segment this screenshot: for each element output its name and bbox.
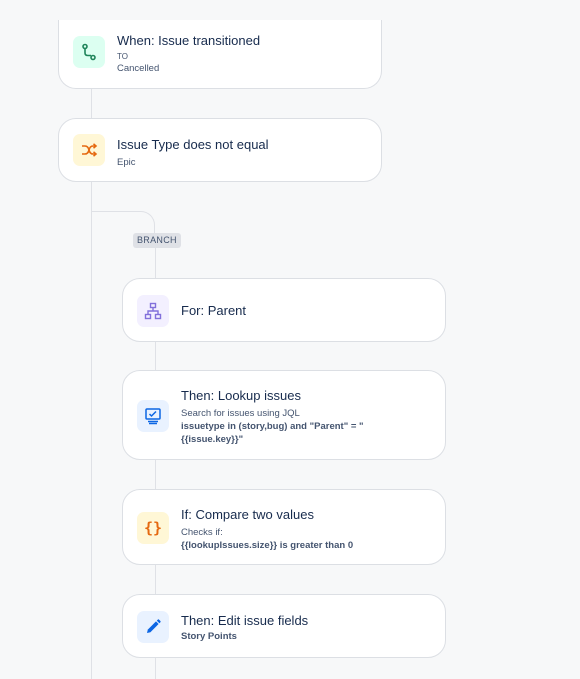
lookup-jql-line1: issuetype in (story,bug) and "Parent" = … — [181, 421, 364, 432]
condition-title: Issue Type does not equal — [117, 137, 269, 152]
trigger-to-value: Cancelled — [117, 63, 160, 74]
lookup-card[interactable]: Then: Lookup issues Search for issues us… — [122, 370, 446, 460]
edit-title: Then: Edit issue fields — [181, 613, 309, 628]
trigger-card[interactable]: When: Issue transitioned TO Cancelled — [58, 20, 382, 89]
trigger-to-label: TO — [117, 52, 128, 61]
lookup-jql-line2: {{issue.key}}" — [181, 434, 244, 445]
compare-title: If: Compare two values — [181, 507, 314, 522]
transition-icon — [73, 36, 105, 68]
monitor-icon — [137, 400, 169, 432]
compare-condition: {{lookupIssues.size}} is greater than 0 — [181, 540, 354, 551]
shuffle-icon — [73, 134, 105, 166]
edit-field: Story Points — [181, 631, 237, 642]
braces-icon: {} — [137, 512, 169, 544]
condition-value: Epic — [117, 157, 136, 168]
braces-glyph: {} — [143, 519, 163, 537]
lookup-title: Then: Lookup issues — [181, 388, 301, 403]
compare-card[interactable]: {} If: Compare two values Checks if: {{l… — [122, 489, 446, 565]
connector-line-main — [91, 88, 92, 679]
edit-card[interactable]: Then: Edit issue fields Story Points — [122, 594, 446, 658]
pencil-icon — [137, 611, 169, 643]
branch-connector — [91, 211, 155, 237]
lookup-description: Search for issues using JQL — [181, 408, 300, 419]
condition-card[interactable]: Issue Type does not equal Epic — [58, 118, 382, 182]
branch-for-card[interactable]: For: Parent — [122, 278, 446, 342]
branch-for-title: For: Parent — [181, 303, 247, 318]
hierarchy-icon — [137, 295, 169, 327]
connector-line-branch — [155, 248, 156, 679]
branch-badge: BRANCH — [133, 233, 181, 248]
trigger-title: When: Issue transitioned — [117, 33, 261, 48]
compare-description: Checks if: — [181, 527, 223, 538]
